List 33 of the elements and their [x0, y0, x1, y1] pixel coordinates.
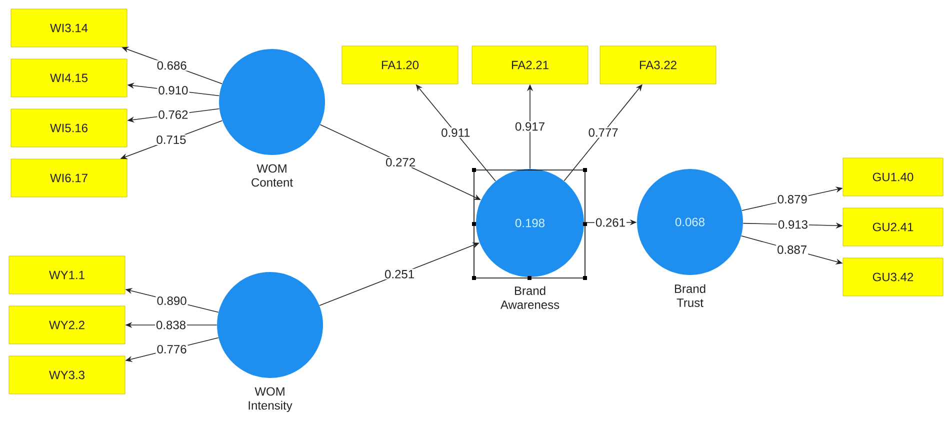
edge-label: 0.913 — [776, 219, 809, 230]
edge-label: 0.715 — [155, 134, 188, 145]
indicator-box: WY3.3 — [8, 356, 126, 394]
edge-label: 0.686 — [156, 60, 188, 71]
indicator-box: WI6.17 — [10, 158, 128, 198]
edge-label: 0.917 — [514, 121, 546, 132]
edge-label: 0.838 — [155, 320, 188, 330]
indicator-box: GU2.41 — [842, 208, 944, 246]
edge-label: 0.762 — [157, 109, 190, 120]
indicator-box: GU3.42 — [842, 258, 944, 296]
indicator-box: WY1.1 — [8, 256, 126, 294]
edge-label: 0.879 — [776, 194, 808, 205]
indicator-box: FA3.22 — [600, 46, 716, 84]
construct-label: WOM Intensity — [248, 387, 292, 412]
edge-label: 0.890 — [156, 296, 188, 306]
edge-label: 0.261 — [594, 217, 627, 228]
edge-label: 0.251 — [384, 268, 416, 280]
edge-label: 0.910 — [157, 85, 190, 96]
indicator-box: WY2.2 — [8, 306, 126, 344]
construct-label: WOM Content — [252, 164, 293, 187]
indicator-box: GU1.40 — [842, 158, 944, 196]
indicator-box: FA2.21 — [472, 46, 588, 84]
indicator-box: WI4.15 — [10, 58, 128, 98]
edge-label: 0.887 — [776, 244, 808, 255]
indicator-box: WI5.16 — [10, 108, 128, 148]
indicator-box: FA1.20 — [342, 46, 458, 84]
edge-label: 0.911 — [440, 127, 472, 138]
indicator-box: WI3.14 — [10, 8, 128, 48]
construct-label: Brand Awareness — [500, 286, 560, 309]
edge-label: 0.272 — [384, 157, 417, 168]
edge-label: 0.777 — [587, 127, 620, 138]
construct-label: Brand Trust — [674, 284, 706, 307]
edge-label: 0.776 — [156, 344, 188, 354]
